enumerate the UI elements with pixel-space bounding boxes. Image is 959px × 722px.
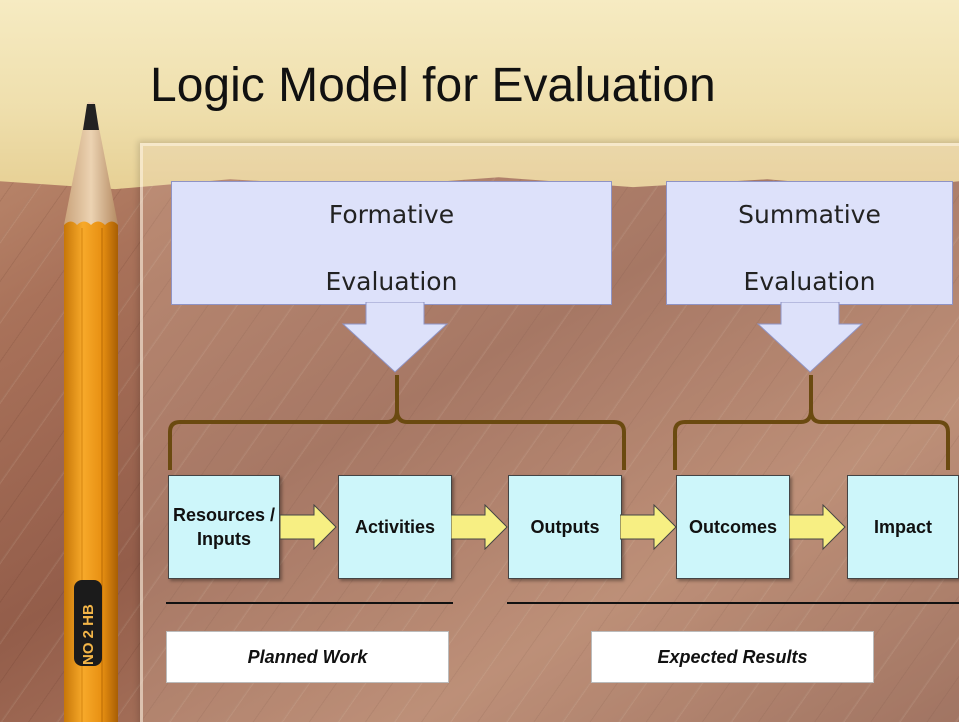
step-impact: Impact	[847, 475, 959, 579]
expected-results-divider	[507, 602, 959, 604]
flow-arrow-icon	[451, 504, 508, 550]
formative-line-1: Formative	[328, 200, 455, 229]
planned-work-text: Planned Work	[247, 646, 368, 667]
expected-results-label: Expected Results	[591, 631, 874, 683]
flow-arrow-icon	[280, 504, 337, 550]
step-resources-inputs: Resources / Inputs	[168, 475, 280, 579]
flow-arrow-icon	[789, 504, 846, 550]
flow-arrow-icon	[620, 504, 677, 550]
formative-line-2: Evaluation	[325, 267, 458, 296]
summative-line-2: Evaluation	[743, 267, 876, 296]
step-label: Resources /	[172, 504, 276, 525]
step-label: Impact	[873, 516, 933, 537]
step-label: Inputs	[197, 529, 251, 549]
step-outputs: Outputs	[508, 475, 622, 579]
summative-brace	[673, 375, 950, 470]
expected-results-text: Expected Results	[657, 646, 808, 667]
pencil-text: NO 2 HB	[80, 604, 97, 665]
planned-work-divider	[166, 602, 453, 604]
summative-evaluation-box: Summative Evaluation	[666, 181, 953, 305]
page-title: Logic Model for Evaluation	[150, 59, 716, 112]
summative-line-1: Summative	[738, 200, 881, 229]
step-label: Outputs	[530, 516, 600, 537]
formative-evaluation-box: Formative Evaluation	[171, 181, 612, 305]
step-outcomes: Outcomes	[676, 475, 790, 579]
step-activities: Activities	[338, 475, 452, 579]
planned-work-label: Planned Work	[166, 631, 449, 683]
formative-down-arrow	[341, 302, 449, 373]
pencil-icon: NO 2 HB	[64, 102, 118, 722]
summative-down-arrow	[756, 302, 864, 373]
step-label: Outcomes	[688, 516, 778, 537]
parchment-header	[0, 0, 959, 190]
formative-brace	[168, 375, 626, 470]
step-label: Activities	[354, 516, 436, 537]
